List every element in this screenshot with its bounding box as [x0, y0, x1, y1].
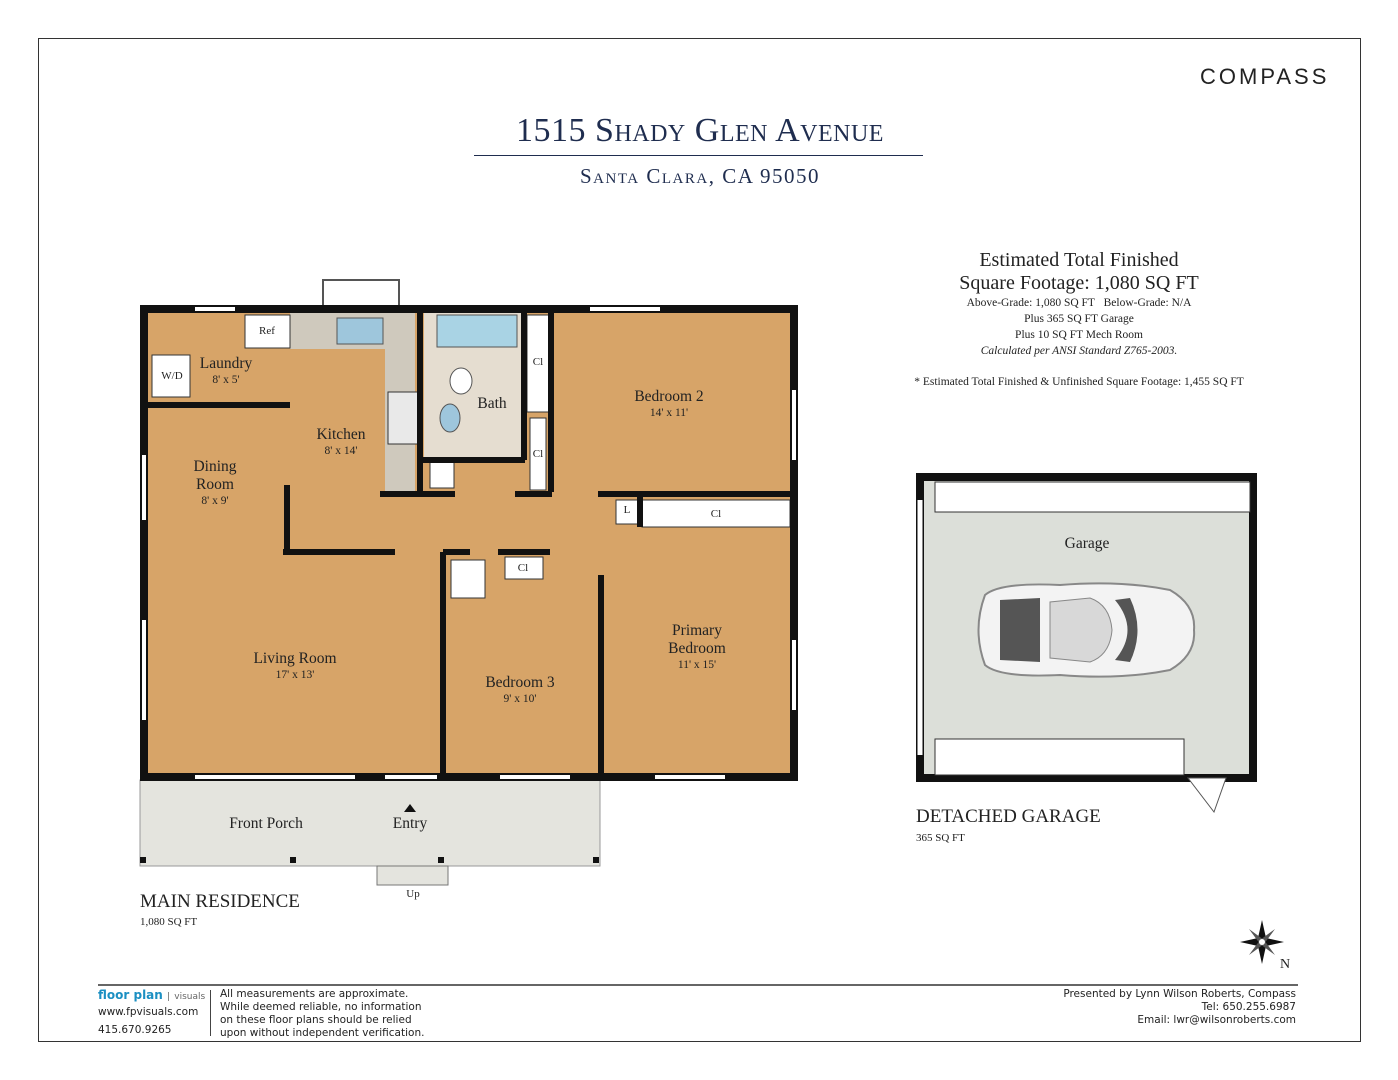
property-address: 1515 Shady Glen Avenue — [516, 112, 884, 149]
total-sqft-note: * Estimated Total Finished & Unfinished … — [914, 376, 1244, 388]
entry-label: Entry — [392, 815, 428, 832]
exterior-walls — [140, 305, 798, 781]
garage-side-door — [1186, 777, 1227, 814]
detached-garage-title: DETACHED GARAGE — [916, 806, 1101, 827]
ref-label: Ref — [259, 325, 275, 337]
sqft-line1: Estimated Total Finished — [979, 249, 1179, 271]
closet-label: Cl — [517, 562, 529, 574]
mech-room — [450, 559, 486, 599]
fpvisuals-website[interactable]: www.fpvisuals.com — [98, 1006, 199, 1018]
entry-arrow-icon — [404, 804, 416, 812]
mech-sqft: Plus 10 SQ FT Mech Room — [1015, 329, 1143, 341]
square-footage-summary: Estimated Total Finished Square Footage:… — [959, 249, 1198, 359]
up-label: Up — [406, 888, 420, 900]
page-border — [38, 38, 1361, 1042]
footer-divider — [98, 984, 1298, 986]
bath-sink-icon — [439, 403, 461, 433]
property-city: Santa Clara, CA 95050 — [580, 164, 820, 188]
sink-icon — [336, 317, 384, 345]
ansi-standard: Calculated per ANSI Standard Z765-2003. — [980, 345, 1178, 357]
presented-by: Presented by Lynn Wilson Roberts, Compas… — [1063, 988, 1296, 1000]
above-grade: Above-Grade: 1,080 SQ FT — [966, 297, 1095, 309]
agent-email[interactable]: Email: lwr@wilsonroberts.com — [1137, 1014, 1296, 1026]
front-porch-label: Front Porch — [229, 815, 303, 832]
porch-steps — [376, 865, 449, 886]
fpvisuals-block: floor plan | visuals www.fpvisuals.com 4… — [98, 988, 205, 1037]
windows — [142, 307, 796, 779]
garage-label: Garage — [1064, 535, 1110, 552]
closet-label: Cl — [532, 356, 544, 368]
washer-dryer-label: W/D — [161, 370, 183, 382]
interior-walls — [148, 309, 794, 777]
main-residence-title: MAIN RESIDENCE — [140, 891, 300, 912]
car-icon — [977, 582, 1196, 678]
kitchen-window-bay — [322, 279, 400, 307]
front-porch — [139, 779, 601, 867]
water-heater-icon — [429, 461, 455, 489]
north-label: N — [1280, 957, 1291, 972]
washer-dryer — [151, 354, 191, 398]
main-residence-area: 1,080 SQ FT — [140, 916, 198, 928]
shower-icon — [436, 314, 518, 348]
sqft-line2: Square Footage: 1,080 SQ FT — [959, 272, 1199, 294]
garage-shelving-bottom — [934, 738, 1185, 776]
refrigerator — [244, 314, 291, 349]
linen-label: L — [623, 504, 631, 516]
grade-line: Above-Grade: 1,080 SQ FT Below-Grade: N/… — [959, 295, 1198, 311]
compass-logo: COMPASS — [1200, 64, 1330, 89]
footer-separator — [210, 990, 211, 1036]
detached-garage-area: 365 SQ FT — [916, 832, 965, 844]
agent-tel: Tel: 650.255.6987 — [1201, 1001, 1296, 1013]
garage-sqft: Plus 365 SQ FT Garage — [1024, 313, 1134, 325]
hall-closet — [529, 417, 547, 491]
disclaimer: All measurements are approximate.While d… — [220, 988, 425, 1039]
closet-label: Cl — [710, 508, 722, 520]
porch-posts — [140, 857, 599, 863]
fpvisuals-phone: 415.670.9265 — [98, 1024, 172, 1036]
fpvisuals-logo: floor plan | visuals — [98, 988, 206, 1002]
below-grade: Below-Grade: N/A — [1103, 297, 1192, 309]
room-bath: Bath — [477, 395, 507, 412]
agent-contact: Presented by Lynn Wilson Roberts, Compas… — [1063, 988, 1296, 1027]
title-underline — [474, 155, 923, 156]
bedroom3-closet — [504, 556, 544, 580]
closet-label: Cl — [532, 448, 544, 460]
toilet-icon — [449, 367, 473, 395]
stove-icon — [387, 391, 421, 445]
north-arrow-icon — [1240, 920, 1284, 964]
garage-shelving-top — [934, 481, 1251, 513]
